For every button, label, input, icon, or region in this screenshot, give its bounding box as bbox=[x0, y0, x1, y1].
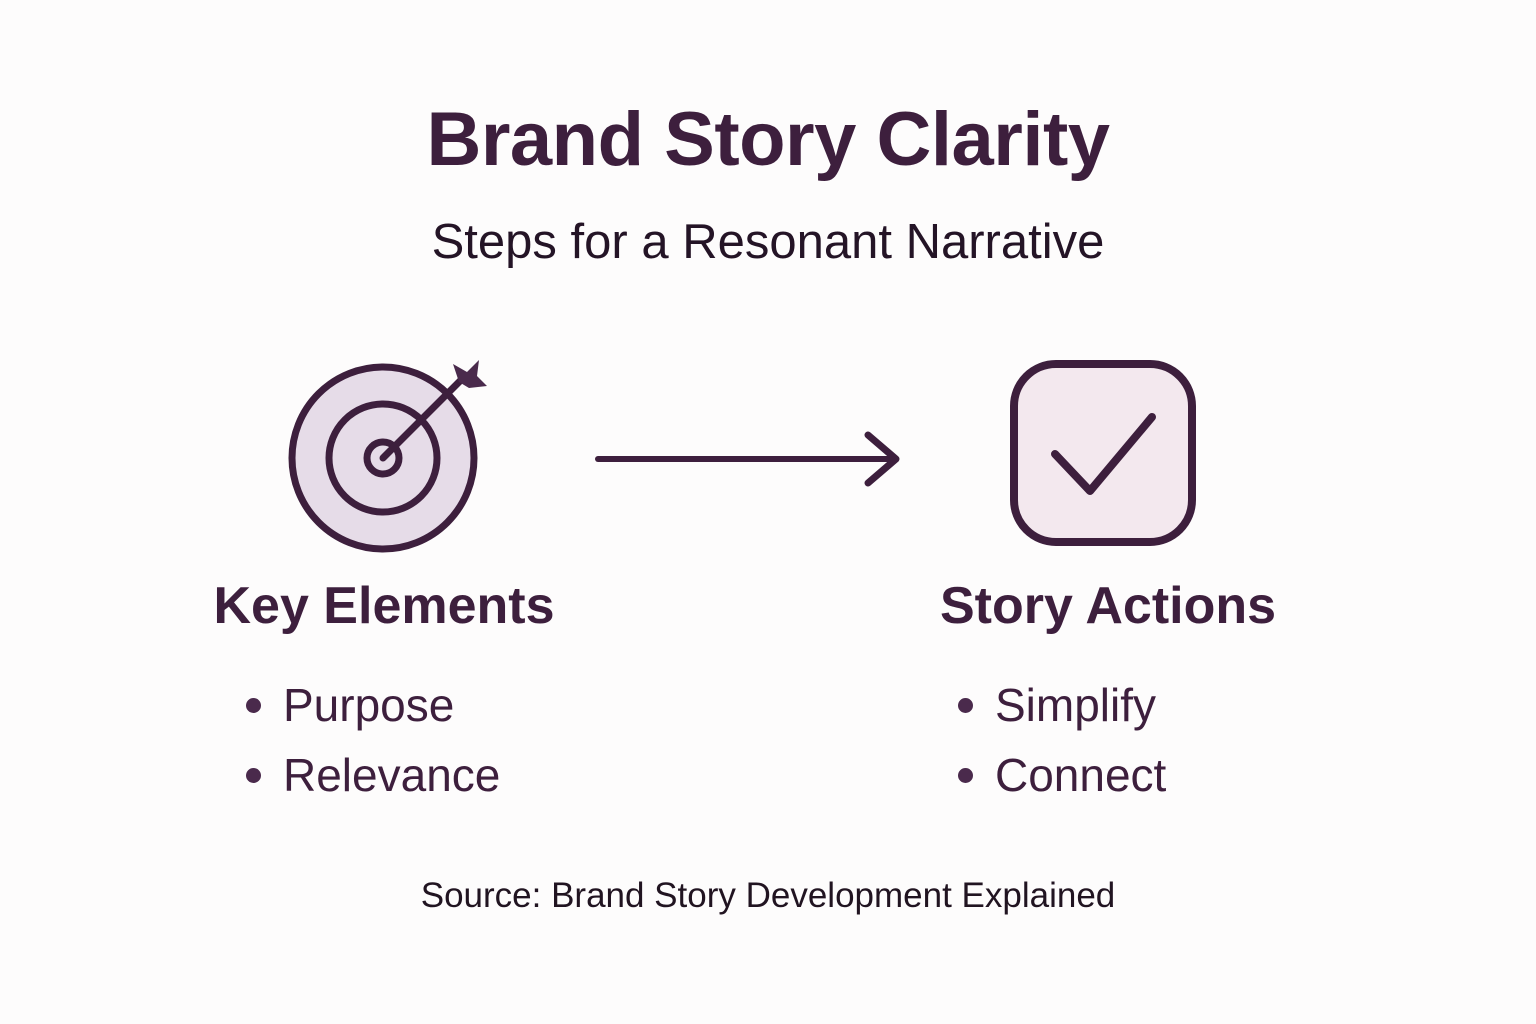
checkmark-square-icon bbox=[1005, 355, 1201, 551]
target-icon bbox=[281, 356, 487, 562]
source-caption: Source: Brand Story Development Explaine… bbox=[420, 876, 1116, 915]
list-item: Purpose bbox=[104, 670, 664, 740]
arrow-right-icon bbox=[590, 428, 910, 492]
bullet-label: Connect bbox=[995, 749, 1167, 801]
list-item: Relevance bbox=[104, 740, 664, 810]
page-title: Brand Story Clarity bbox=[426, 97, 1110, 182]
list-item: Simplify bbox=[828, 670, 1388, 740]
list-item: Connect bbox=[828, 740, 1388, 810]
column-story-actions: Story Actions Simplify Connect bbox=[828, 580, 1388, 810]
page-subtitle: Steps for a Resonant Narrative bbox=[431, 215, 1105, 269]
column-key-elements: Key Elements Purpose Relevance bbox=[104, 580, 664, 810]
bullet-label: Purpose bbox=[283, 679, 455, 731]
bullet-list: Simplify Connect bbox=[828, 670, 1388, 810]
bullet-label: Simplify bbox=[995, 679, 1157, 731]
bullet-label: Relevance bbox=[283, 749, 501, 801]
bullet-dot-icon bbox=[246, 767, 261, 783]
bullet-list: Purpose Relevance bbox=[104, 670, 664, 810]
bullet-dot-icon bbox=[958, 697, 973, 713]
column-heading: Key Elements bbox=[213, 577, 555, 635]
column-heading: Story Actions bbox=[939, 577, 1277, 635]
bullet-dot-icon bbox=[958, 767, 973, 783]
bullet-dot-icon bbox=[246, 697, 261, 713]
